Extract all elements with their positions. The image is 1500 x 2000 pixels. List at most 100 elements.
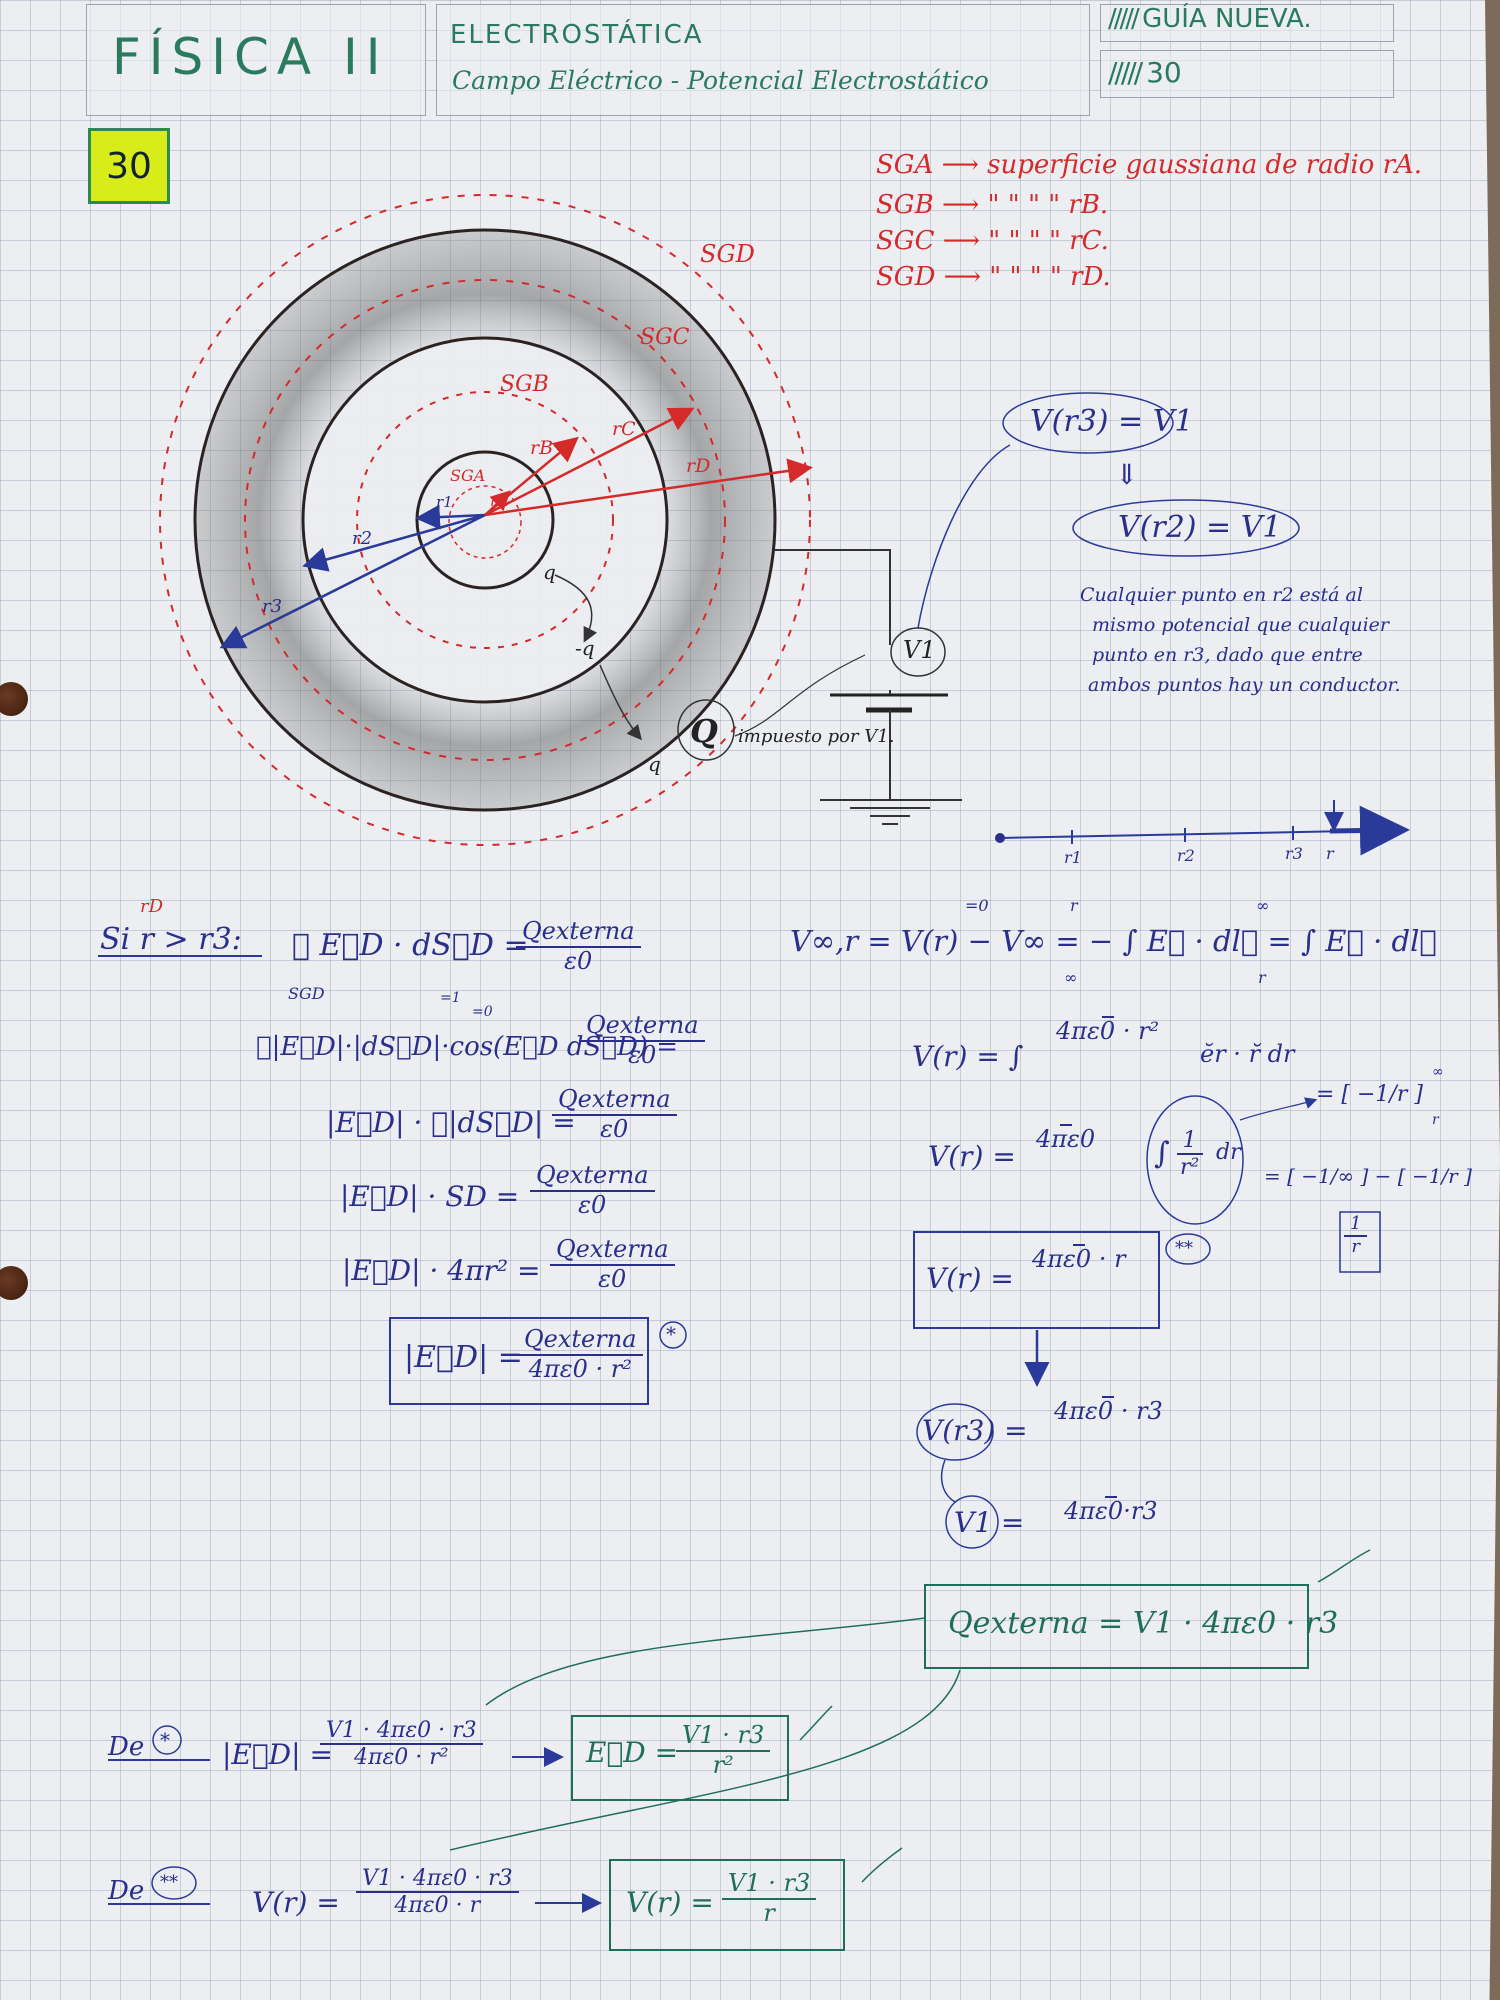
legend-row: SGB ⟶ " " " " rB.: [876, 190, 1109, 220]
from-double-star-mark: **: [160, 1872, 178, 1893]
guide-label: ///// GUÍA NUEVA.: [1108, 4, 1312, 34]
guide-box: [1100, 4, 1394, 42]
label-rb: rB: [530, 437, 554, 459]
eq-gauss-1: ∮ E⃗D · dS⃗D =: [292, 928, 529, 963]
v-r3-eq-frac: 4πε0 · r3: [1054, 1396, 1163, 1425]
box-field-result: [389, 1317, 649, 1405]
potential-definition: V∞,r = V(r) − V∞ = − ∫ E⃗ · dl⃗ = ∫ E⃗ ·…: [790, 924, 1437, 958]
double-star-marker: **: [1175, 1238, 1193, 1259]
v-inf-zero-note: =0: [965, 896, 989, 915]
eq-gauss-4: |E⃗D| · SD =: [340, 1180, 520, 1213]
eq-field-result-lhs: |E⃗D| =: [404, 1340, 523, 1375]
note-v-r3: V(r3) = V1: [1030, 404, 1194, 439]
v-step-2-tail: ĕr · r̆ dr: [1200, 1040, 1295, 1068]
eq-gauss-3: |E⃗D| · ∮|dS⃗D| =: [326, 1106, 576, 1139]
exercise-number-badge: 30: [88, 128, 170, 204]
legend-row: SGA ⟶ superficie gaussiana de radio rA.: [876, 150, 1423, 180]
int2-upper-limit: ∞: [1256, 896, 1270, 915]
potential-sub-lhs: V(r) =: [252, 1886, 340, 1919]
box-potential-result: [913, 1231, 1160, 1329]
from-star-mark: *: [160, 1728, 170, 1752]
label-charge-minus-q: -q: [575, 636, 595, 660]
radius-rd-arrow: [484, 458, 813, 517]
label-sgc: SGC: [640, 325, 690, 350]
eq-cos-note-2: =0: [472, 1004, 493, 1020]
label-r3: r3: [262, 596, 283, 617]
v-step-3-lhs: V(r) =: [928, 1140, 1016, 1173]
note-implies-arrow: ⇓: [1115, 458, 1139, 491]
final-field-lhs: E⃗D =: [586, 1736, 679, 1769]
v-r3-ellipse: [1002, 392, 1174, 454]
label-charge-q-outer: q: [648, 752, 661, 776]
eq-gauss-5: |E⃗D| · 4πr² =: [342, 1254, 541, 1287]
v-step-3-frac: 4πε0: [1036, 1124, 1096, 1153]
label-rc: rC: [612, 418, 636, 440]
label-battery-v1: V1: [903, 636, 936, 664]
v1-eq-lhs: V1 =: [954, 1506, 1025, 1539]
v1-eq-frac: 4πε0·r3: [1064, 1496, 1158, 1525]
v-step-3-integral: ∫: [1154, 1136, 1170, 1171]
condition-superscript: rD: [140, 896, 164, 917]
v-step-2-frac: 4πε0 · r²: [1056, 1016, 1160, 1045]
final-potential-lhs: V(r) =: [626, 1886, 714, 1919]
v-r3-eq-lhs: V(r3) =: [922, 1414, 1028, 1447]
subtopic-title: Campo Eléctrico - Potencial Electrostáti…: [452, 66, 989, 95]
label-sgb: SGB: [500, 372, 549, 397]
int-lower-limit: ∞: [1064, 968, 1078, 987]
box-qext-result: [924, 1584, 1309, 1669]
radius-r1-arrow: [415, 504, 486, 530]
note-v-r2: V(r2) = V1: [1118, 510, 1282, 545]
label-charge-q-inner: q: [543, 560, 556, 584]
legend-row: SGD ⟶ " " " " rD.: [876, 262, 1111, 292]
punch-hole: [0, 682, 28, 716]
punch-hole: [0, 1266, 28, 1300]
v-step-3-dr: dr: [1216, 1140, 1241, 1165]
radius-r2-arrow: [302, 513, 486, 572]
condition-label: Si r > r3:: [100, 922, 242, 957]
radius-r3-arrow: [219, 513, 486, 649]
shell-inner-boundary: [301, 336, 669, 704]
axis-tick-r1: r1: [1064, 848, 1082, 867]
label-r2: r2: [352, 528, 373, 549]
label-rd: rD: [686, 455, 711, 477]
legend-row: SGC ⟶ " " " " rC.: [876, 226, 1109, 256]
axis-tick-r2: r2: [1177, 846, 1195, 865]
side-calc-2: = [ −1/∞ ] − [ −1/r ]: [1264, 1164, 1472, 1188]
shell-outer-boundary: [193, 228, 777, 812]
from-star-label: De: [108, 1732, 145, 1762]
boxed-potential-frac: 4πε0 · r: [1032, 1244, 1126, 1273]
gaussian-surface-b: [356, 391, 614, 649]
gaussian-surface-c: [244, 279, 726, 761]
label-Q-note: impuesto por V1.: [738, 726, 895, 747]
label-charge-Q: Q: [690, 712, 718, 750]
side-calc-1-sub: r: [1432, 1112, 1439, 1128]
exercise-ref-box: [1100, 50, 1394, 98]
radius-rc-arrow: [484, 407, 695, 517]
exercise-ref: ///// 30: [1108, 56, 1182, 89]
label-sga: SGA: [450, 466, 486, 485]
circuit-wire-top: [775, 549, 891, 645]
int-upper-limit: r: [1070, 896, 1078, 915]
axis-tick-r3: r3: [1285, 844, 1303, 863]
star-marker: *: [666, 1322, 676, 1346]
radius-ra-arrow: [484, 490, 511, 516]
gaussian-surface-a: [448, 485, 522, 559]
topic-box: [436, 4, 1090, 116]
gaussian-surface-d: [159, 194, 811, 846]
eq-cos-note: =1: [440, 990, 461, 1006]
side-calc-1-sup: ∞: [1432, 1064, 1444, 1080]
v-r2-ellipse: [1072, 499, 1300, 557]
